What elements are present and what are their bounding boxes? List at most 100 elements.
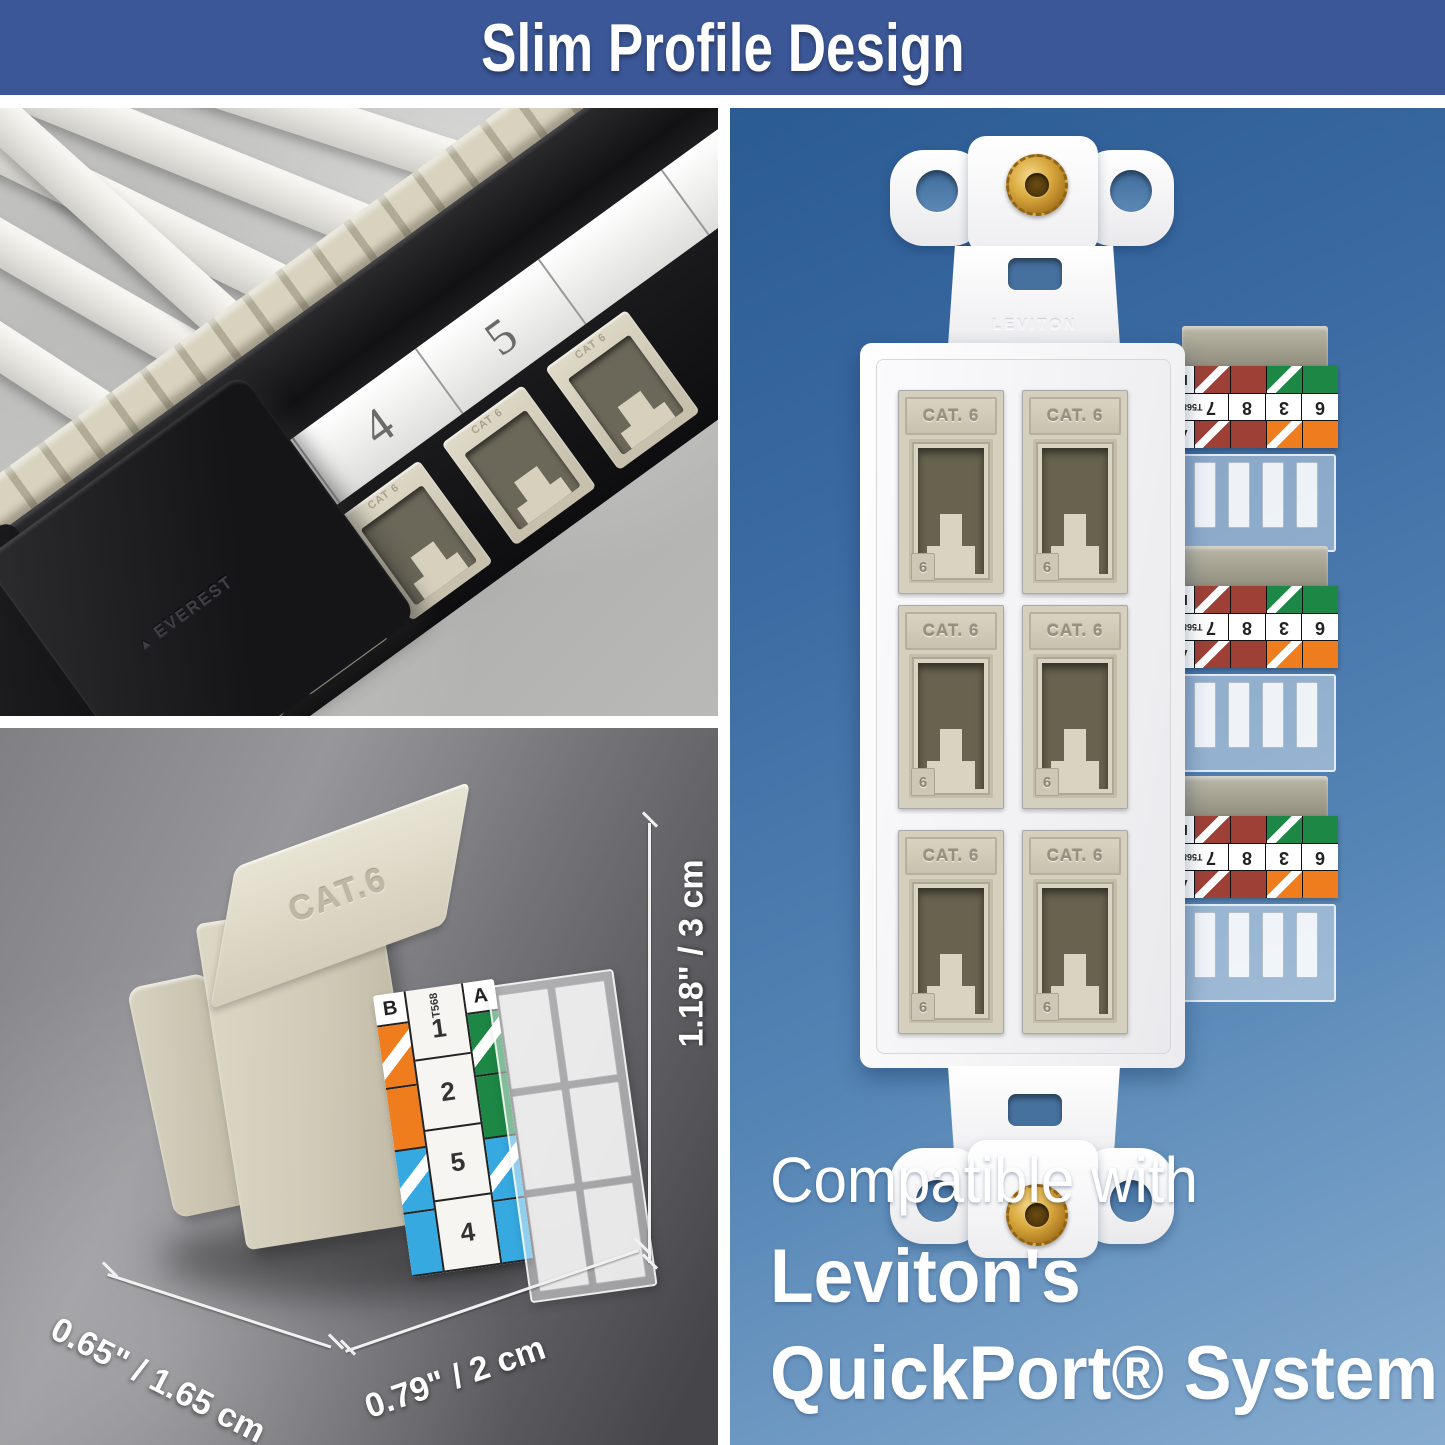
pin-cell: T568 1 [405,983,471,1062]
brass-screw-insert [1006,154,1068,216]
color-cell-green [1303,366,1338,393]
color-cell-red-stripe [1195,871,1231,898]
port-label: CAT. 6 [1029,612,1121,650]
dimension-height-label: 1.18" / 3 cm [672,859,711,1048]
port-badge: 6 [1035,993,1059,1021]
port-label: CAT. 6 [1029,837,1121,875]
color-cell-orange [1303,641,1338,668]
color-cell-orange [1303,871,1338,898]
pin-number: 7 [1205,847,1216,868]
color-cell-green-stripe [1267,816,1303,843]
t568-label: T568 [1182,622,1203,632]
mounting-hole [1110,1180,1152,1222]
pin-number: 8 [1241,847,1252,868]
port-number: 5 [474,306,528,367]
color-cell-red-stripe [1195,421,1231,448]
t568-label: T568 [1182,852,1203,862]
cat6-port: CAT. 6 6 [1022,605,1128,809]
dimension-width-label: 0.65" / 1.65 cm [44,1310,272,1445]
cat6-port: CAT. 6 6 [1022,830,1128,1034]
banner-title: Slim Profile Design [480,9,965,86]
color-cell-green-stripe [1267,586,1303,613]
port-opening [909,654,993,798]
port-badge: 6 [1035,768,1059,796]
punch-down-block [1176,904,1336,1002]
color-cell-red [1231,421,1267,448]
pin-number: 6 [1315,397,1326,418]
color-cell-red [1231,366,1267,393]
port-badge: 6 [911,768,935,796]
label-row-b: B [1170,816,1338,844]
keystone-jack: CAT.6 B T568 1 2 5 4 A [126,781,658,1328]
keystone-dimensions-photo: CAT.6 B T568 1 2 5 4 A [0,728,718,1445]
pin-number: 3 [1278,847,1289,868]
port-badge: 6 [911,553,935,581]
cat6-port: CAT. 6 6 [1022,390,1128,594]
pin-number: 7 [1205,397,1216,418]
bracket-slot [1008,258,1062,290]
color-cell-green [1303,586,1338,613]
caption: Compatible with Leviton's QuickPort® Sys… [770,1143,1445,1417]
port-label: CAT. 6 [1029,397,1121,435]
mounting-hole [916,1180,958,1222]
t568-label: T568 [1182,402,1203,412]
color-cell-red-stripe [1195,366,1231,393]
color-cell-red [1231,586,1267,613]
mounting-hole [916,170,958,212]
pin-cell: 4 [435,1194,501,1273]
dimension-line-height [648,823,651,1263]
pin-cell: 2 [415,1053,481,1132]
caption-line2: Leviton's [770,1234,1081,1319]
brass-screw-insert [1006,1184,1068,1246]
port-opening [1033,439,1117,583]
dimension-depth-label: 0.79" / 2 cm [360,1328,551,1426]
pin-number: 3 [1278,397,1289,418]
color-cell-red-stripe [1195,816,1231,843]
port-opening [1033,654,1117,798]
cat6-port: CAT. 6 6 [898,390,1004,594]
mounting-hole [1110,170,1152,212]
pin-number: 7 [1205,617,1216,638]
color-cell-red [1231,641,1267,668]
port-badge: 6 [911,993,935,1021]
port-badge: 6 [1035,553,1059,581]
color-cell-green-stripe [1267,366,1303,393]
jack-cap [1182,546,1328,588]
color-cell-red-stripe [1195,641,1231,668]
pin-number: 3 [1278,617,1289,638]
color-cell-green [1303,816,1338,843]
patch-panel-photo: 1 2 3 4 5 CAT 6 CAT 6 [0,108,718,716]
caption-line1: Compatible with [770,1144,1198,1216]
label-row-b: B [1170,586,1338,614]
label-row-a: A [1170,871,1338,898]
port-label: CAT. 6 [905,397,997,435]
label-row-b: B [1170,366,1338,394]
color-cell-orange-stripe [1267,871,1303,898]
punch-down-block [1176,674,1336,772]
color-cell-red [1231,816,1267,843]
punch-down-block [1176,454,1336,552]
label-row-a: A [1170,421,1338,448]
label-b: B [372,991,408,1028]
jack-cap [1182,776,1328,818]
color-cell-orange [1303,421,1338,448]
pin-number: 6 [1315,847,1326,868]
cat6-port: CAT. 6 6 [898,830,1004,1034]
pin-number: 8 [1241,617,1252,638]
t568-label: T568 [428,991,444,1019]
color-cell-orange-stripe [1267,421,1303,448]
rj45-cavity [1042,663,1108,789]
port-label: CAT. 6 [905,612,997,650]
pin-number: 8 [1241,397,1252,418]
port-number: 4 [351,395,405,456]
